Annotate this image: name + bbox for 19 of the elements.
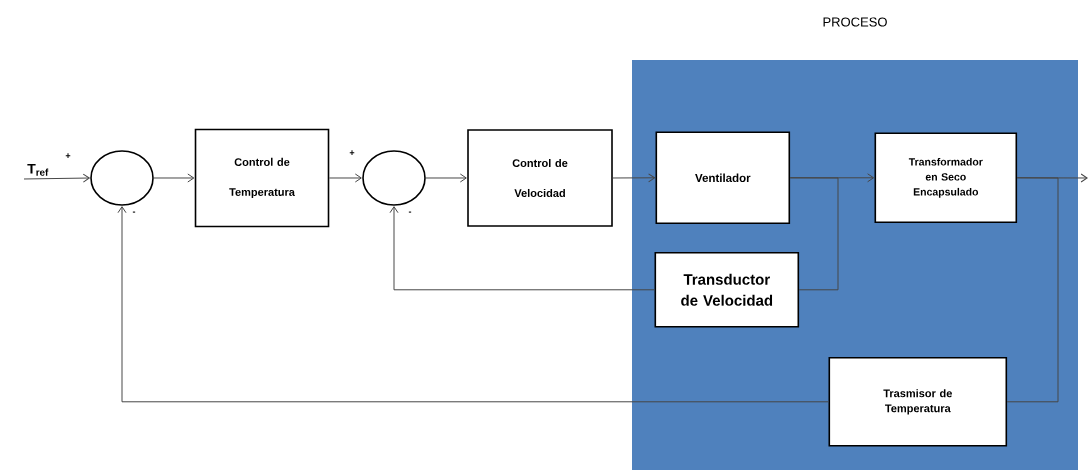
input-label: T$_{ref}$ [27, 163, 49, 176]
arrow [153, 173, 195, 183]
arrow [117, 206, 829, 403]
summing-junction [362, 150, 426, 206]
sign-label: + [65, 153, 71, 158]
block-box: Ventilador [655, 131, 791, 225]
sign-label: + [349, 150, 355, 155]
block-box: Control de Velocidad [467, 129, 613, 227]
arrow [328, 173, 362, 183]
block-box: Trasmisor de Temperatura [828, 357, 1008, 447]
block-box: Transformador en Seco Encapsulado [874, 132, 1018, 224]
arrow [425, 173, 467, 183]
band-heading: PROCESO [823, 17, 887, 27]
arrow [23, 173, 90, 183]
block-box: Transductor de Velocidad [654, 252, 800, 328]
summing-junction [90, 150, 154, 206]
arrow [612, 173, 656, 183]
block-box: Control de Temperatura [194, 128, 330, 228]
arrow [389, 206, 655, 291]
